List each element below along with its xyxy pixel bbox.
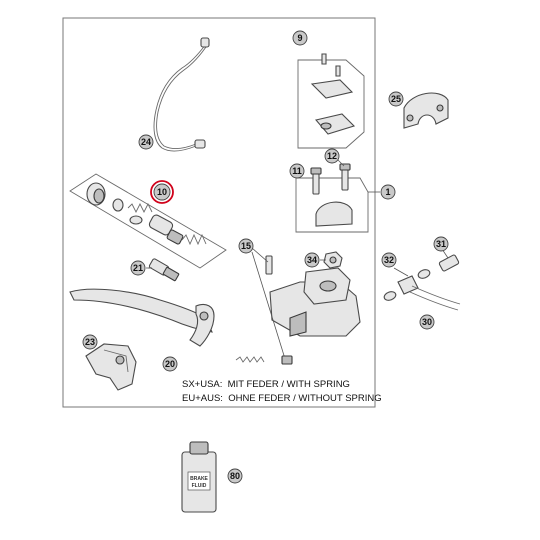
part-23-lever-guard[interactable] bbox=[85, 343, 137, 391]
callout-31[interactable]: 31 bbox=[433, 236, 449, 252]
part-11-12-clamp-screws[interactable] bbox=[295, 163, 369, 233]
legend-line-2: EU+AUS: OHNE FEDER / WITHOUT SPRING bbox=[182, 393, 382, 404]
callout-23-label: 23 bbox=[85, 337, 95, 347]
part-24-cable-switch[interactable] bbox=[153, 37, 210, 152]
callout-1-label: 1 bbox=[385, 187, 390, 197]
callout-10-highlight-ring bbox=[150, 180, 174, 204]
callout-12[interactable]: 12 bbox=[324, 148, 340, 164]
part-21-bleeder-screw[interactable] bbox=[148, 258, 180, 282]
callout-20[interactable]: 20 bbox=[162, 356, 178, 372]
callout-21[interactable]: 21 bbox=[130, 260, 146, 276]
part-25-clamp[interactable] bbox=[403, 92, 449, 129]
callout-80-label: 80 bbox=[230, 471, 240, 481]
diagram-frame bbox=[62, 17, 376, 408]
callout-23[interactable]: 23 bbox=[82, 334, 98, 350]
part-30-32-brake-hose[interactable] bbox=[383, 254, 461, 311]
part-20-brake-lever[interactable] bbox=[69, 288, 265, 363]
callout-32-label: 32 bbox=[384, 255, 394, 265]
legend-line-1: SX+USA: MIT FEDER / WITH SPRING bbox=[182, 379, 350, 390]
callout-34-label: 34 bbox=[307, 255, 317, 265]
part-34-nut[interactable] bbox=[323, 251, 343, 269]
callout-15[interactable]: 15 bbox=[238, 238, 254, 254]
callout-24-label: 24 bbox=[141, 137, 151, 147]
callout-9[interactable]: 9 bbox=[292, 30, 308, 46]
callout-21-label: 21 bbox=[133, 263, 143, 273]
callout-34[interactable]: 34 bbox=[304, 252, 320, 268]
part-80-brake-fluid-bottle[interactable] bbox=[181, 441, 217, 513]
callout-30-label: 30 bbox=[422, 317, 432, 327]
callout-80[interactable]: 80 bbox=[227, 468, 243, 484]
callout-10[interactable]: 10 bbox=[150, 180, 174, 204]
callout-11[interactable]: 11 bbox=[289, 163, 305, 179]
callout-9-label: 9 bbox=[297, 33, 302, 43]
callout-11-label: 11 bbox=[292, 166, 302, 176]
callout-10-label: 10 bbox=[157, 187, 167, 197]
part-10-repair-kit[interactable] bbox=[69, 173, 227, 269]
callout-25[interactable]: 25 bbox=[388, 91, 404, 107]
callout-31-label: 31 bbox=[436, 239, 446, 249]
callout-24[interactable]: 24 bbox=[138, 134, 154, 150]
callout-30[interactable]: 30 bbox=[419, 314, 435, 330]
part-15-master-cylinder[interactable] bbox=[251, 247, 361, 365]
bottle-label-line1: BRAKE bbox=[190, 476, 208, 482]
callout-20-label: 20 bbox=[165, 359, 175, 369]
callout-25-label: 25 bbox=[391, 94, 401, 104]
part-9-reservoir-cover[interactable] bbox=[297, 53, 365, 149]
callout-12-label: 12 bbox=[327, 151, 337, 161]
callout-15-label: 15 bbox=[241, 241, 251, 251]
callout-32[interactable]: 32 bbox=[381, 252, 397, 268]
callout-1[interactable]: 1 bbox=[380, 184, 396, 200]
bottle-label-line2: FLUID bbox=[192, 483, 207, 489]
